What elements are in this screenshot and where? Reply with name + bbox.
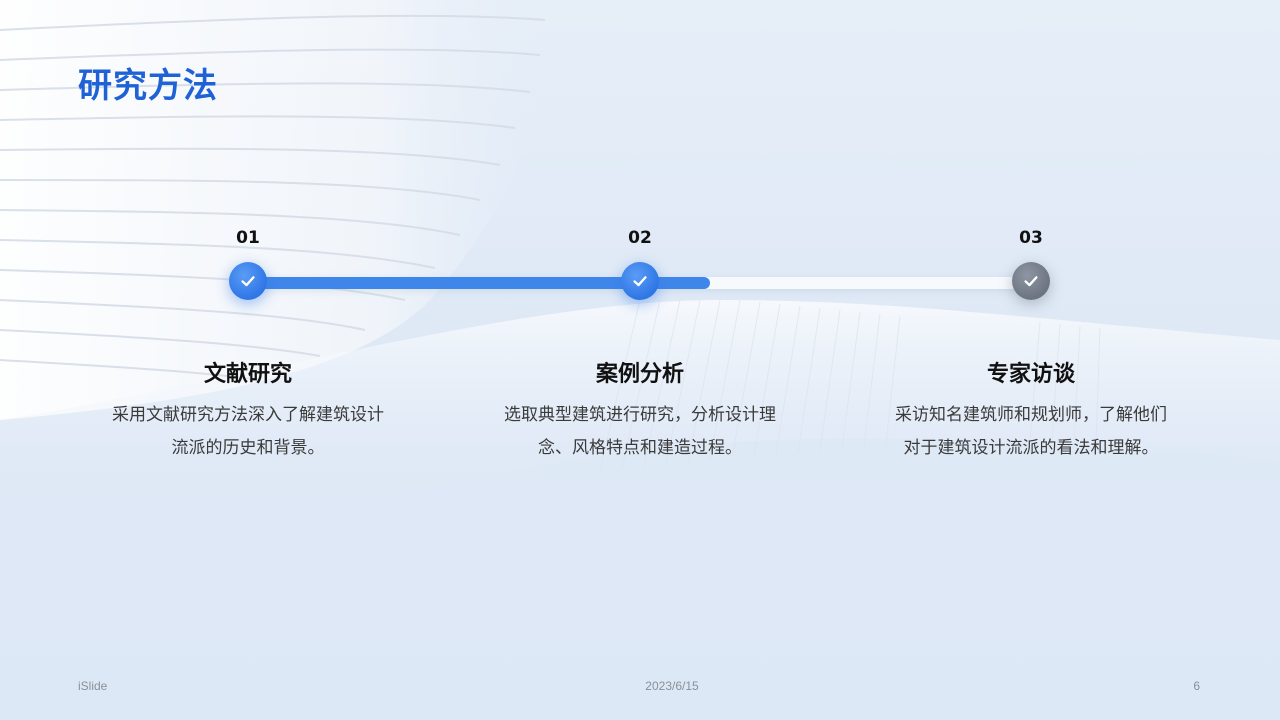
- step-description: 采访知名建筑师和规划师，了解他们对于建筑设计流派的看法和理解。: [895, 405, 1167, 458]
- footer-date: 2023/6/15: [645, 679, 699, 693]
- check-icon: [241, 276, 255, 287]
- step-description: 选取典型建筑进行研究，分析设计理念、风格特点和建造过程。: [504, 405, 776, 458]
- step-title: 案例分析: [595, 362, 684, 387]
- footer-page-number: 6: [1193, 679, 1200, 693]
- progress-fill: [248, 277, 710, 289]
- step-number: 03: [1019, 228, 1043, 248]
- step-node-3: [1012, 262, 1050, 300]
- step-description: 采用文献研究方法深入了解建筑设计流派的历史和背景。: [112, 405, 384, 458]
- check-icon: [633, 276, 647, 287]
- page-title: 研究方法: [78, 66, 218, 106]
- step-number: 02: [628, 228, 652, 248]
- step-number: 01: [236, 228, 260, 248]
- step-node-2: [621, 262, 659, 300]
- step-title: 文献研究: [203, 362, 292, 387]
- check-icon: [1024, 276, 1038, 287]
- footer-brand: iSlide: [78, 679, 108, 693]
- step-title: 专家访谈: [986, 362, 1075, 387]
- step-node-1: [229, 262, 267, 300]
